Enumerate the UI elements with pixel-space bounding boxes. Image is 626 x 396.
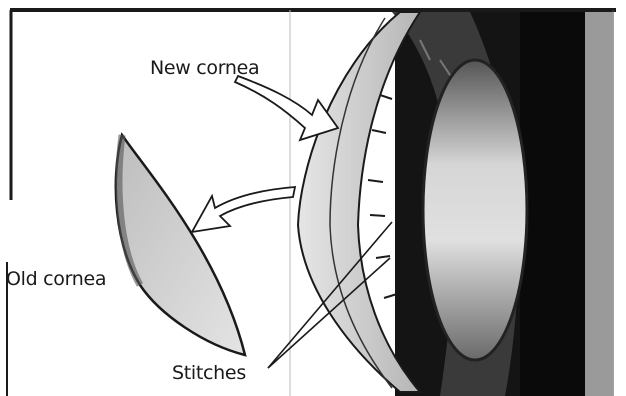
eye-cross-section [392,12,613,396]
new-cornea-label: New cornea [150,57,259,79]
old-cornea-piece [116,135,245,355]
stitches-label: Stitches [172,362,246,384]
lens [423,60,527,360]
new-cornea-arrow [235,76,338,140]
old-cornea-label: Old cornea [6,268,106,290]
old-cornea-arrow [192,187,295,232]
